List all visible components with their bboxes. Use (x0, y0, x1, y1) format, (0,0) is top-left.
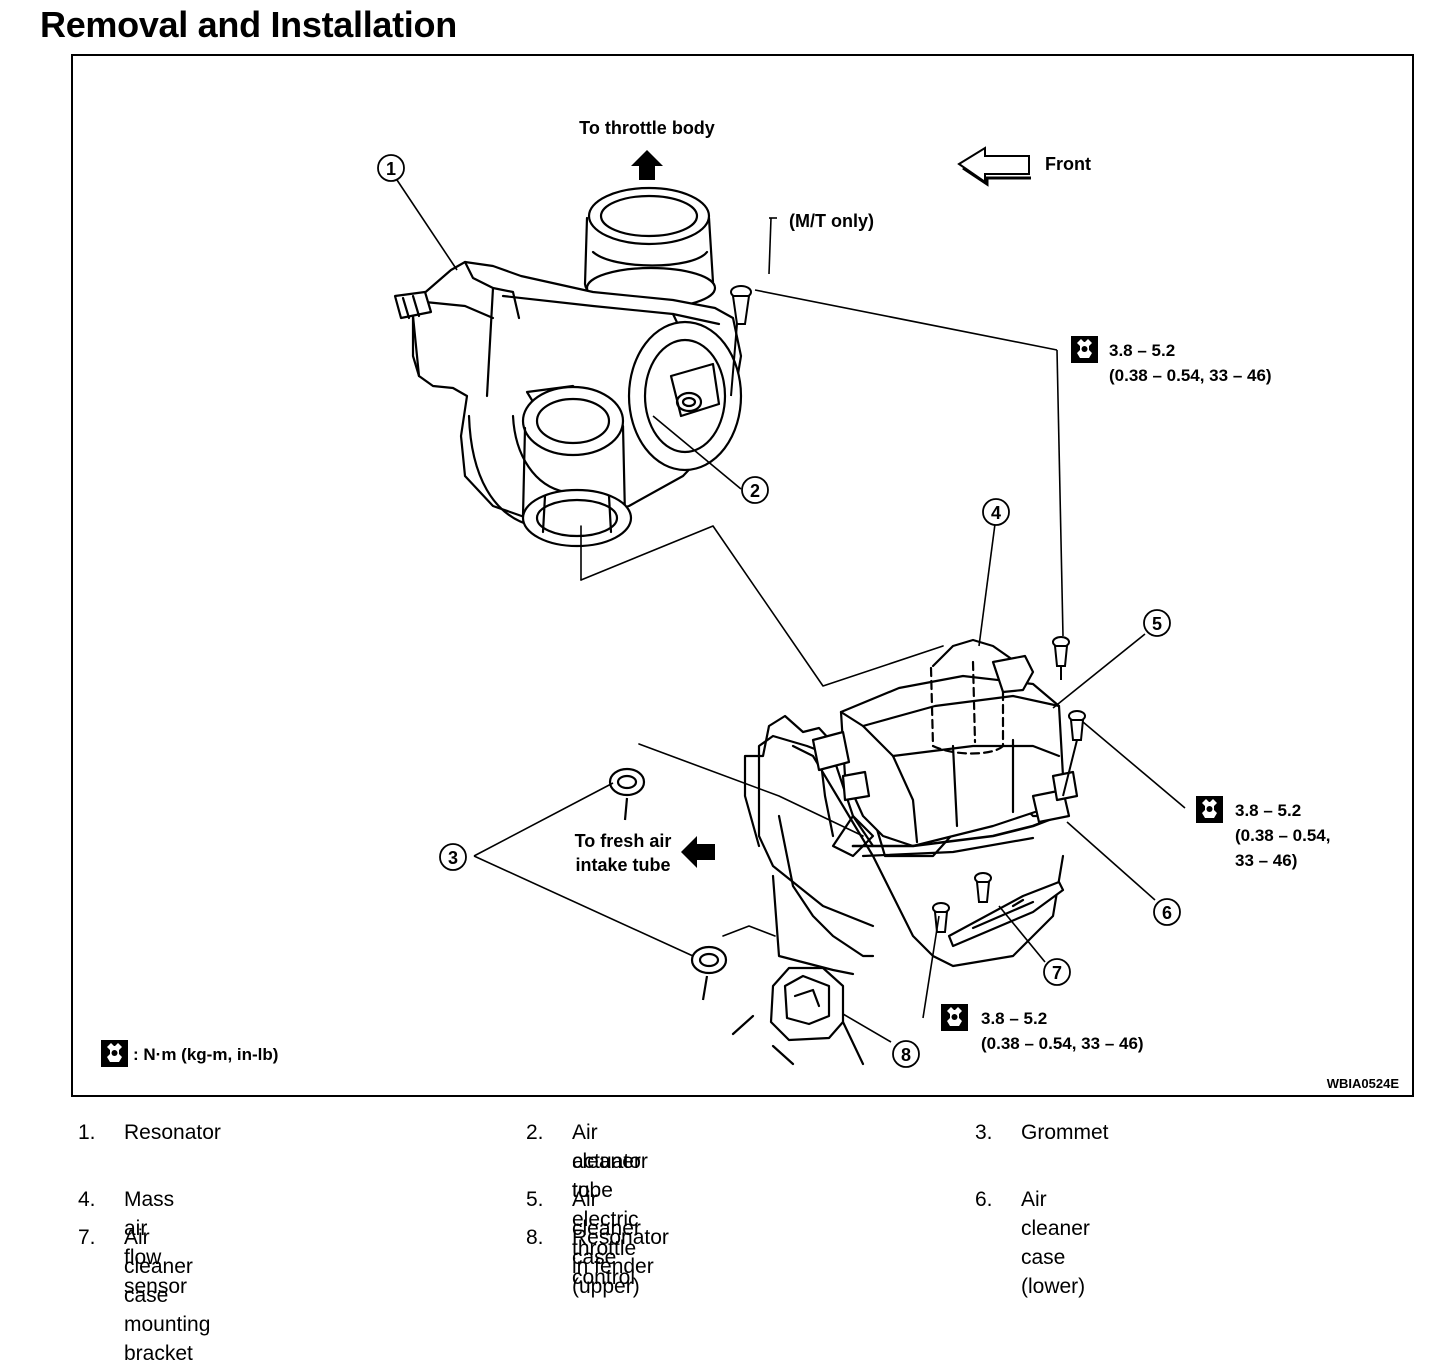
svg-text:(0.38 – 0.54, 33 – 46): (0.38 – 0.54, 33 – 46) (1109, 366, 1272, 385)
callout-8: 8 (892, 1040, 920, 1068)
parts-legend: 1. Resonator 2. Air cleaner to electric … (78, 1121, 1109, 1365)
callout-5: 5 (1143, 609, 1171, 637)
up-arrow-icon (631, 150, 663, 180)
callout-6: 6 (1153, 898, 1181, 926)
to-fresh-air-label-line2: intake tube (575, 855, 670, 875)
svg-text:1: 1 (386, 159, 396, 179)
air-cleaner-case-assembly (638, 638, 1079, 1066)
case-bolts (932, 636, 1086, 933)
front-arrow-icon (957, 146, 1030, 184)
svg-text:3.8 – 5.2: 3.8 – 5.2 (1109, 341, 1175, 360)
to-throttle-body-label: To throttle body (579, 118, 715, 138)
torque-wrench-icon (1071, 336, 1098, 363)
page-title: Removal and Installation (40, 4, 457, 45)
unit-note: : N·m (kg-m, in-lb) (101, 1040, 278, 1067)
mt-only-label: (M/T only) (789, 211, 874, 231)
diagram-canvas: 1 2 3 4 5 6 7 8 To throttle body Front (… (101, 118, 1400, 1091)
grommet-lower (690, 945, 728, 1001)
callout-7: 7 (1043, 958, 1071, 986)
callout-2: 2 (741, 476, 769, 504)
callout-3: 3 (439, 843, 467, 871)
leader-lines (396, 179, 1186, 1043)
resonator-tube-assembly (393, 186, 944, 687)
callout-4: 4 (982, 498, 1010, 526)
torque-spec-bottom: 3.8 – 5.2 (0.38 – 0.54, 33 – 46) (941, 1004, 1144, 1053)
left-arrow-icon (681, 836, 715, 868)
svg-text:7: 7 (1052, 963, 1062, 983)
to-fresh-air-label-line1: To fresh air (575, 831, 672, 851)
svg-text:3.8 – 5.2: 3.8 – 5.2 (981, 1009, 1047, 1028)
svg-text:6: 6 (1162, 903, 1172, 923)
svg-text:8: 8 (901, 1045, 911, 1065)
torque-wrench-icon (101, 1040, 128, 1067)
callout-1: 1 (377, 154, 405, 182)
svg-text:(0.38 – 0.54, 33 – 46): (0.38 – 0.54, 33 – 46) (981, 1034, 1144, 1053)
svg-text:33 – 46): 33 – 46) (1235, 851, 1297, 870)
svg-text:(0.38 – 0.54,: (0.38 – 0.54, (1235, 826, 1330, 845)
torque-spec-top: 3.8 – 5.2 (0.38 – 0.54, 33 – 46) (1071, 336, 1272, 385)
torque-wrench-icon (1196, 796, 1223, 823)
figure-code: WBIA0524E (1327, 1076, 1400, 1091)
svg-text:5: 5 (1152, 614, 1162, 634)
mt-only-bolt (730, 285, 752, 397)
torque-spec-right: 3.8 – 5.2 (0.38 – 0.54, 33 – 46) (1196, 796, 1330, 870)
grommet-upper (608, 767, 646, 821)
svg-text:2: 2 (750, 481, 760, 501)
svg-text:3.8 – 5.2: 3.8 – 5.2 (1235, 801, 1301, 820)
svg-text:4: 4 (991, 503, 1001, 523)
front-label: Front (1045, 154, 1091, 174)
svg-text:3: 3 (448, 848, 458, 868)
svg-text:: N·m (kg-m, in-lb): : N·m (kg-m, in-lb) (133, 1045, 278, 1064)
torque-wrench-icon (941, 1004, 968, 1031)
exploded-view-figure: 1 2 3 4 5 6 7 8 To throttle body Front (… (71, 54, 1414, 1097)
front-arrow-shadow (962, 166, 1031, 187)
